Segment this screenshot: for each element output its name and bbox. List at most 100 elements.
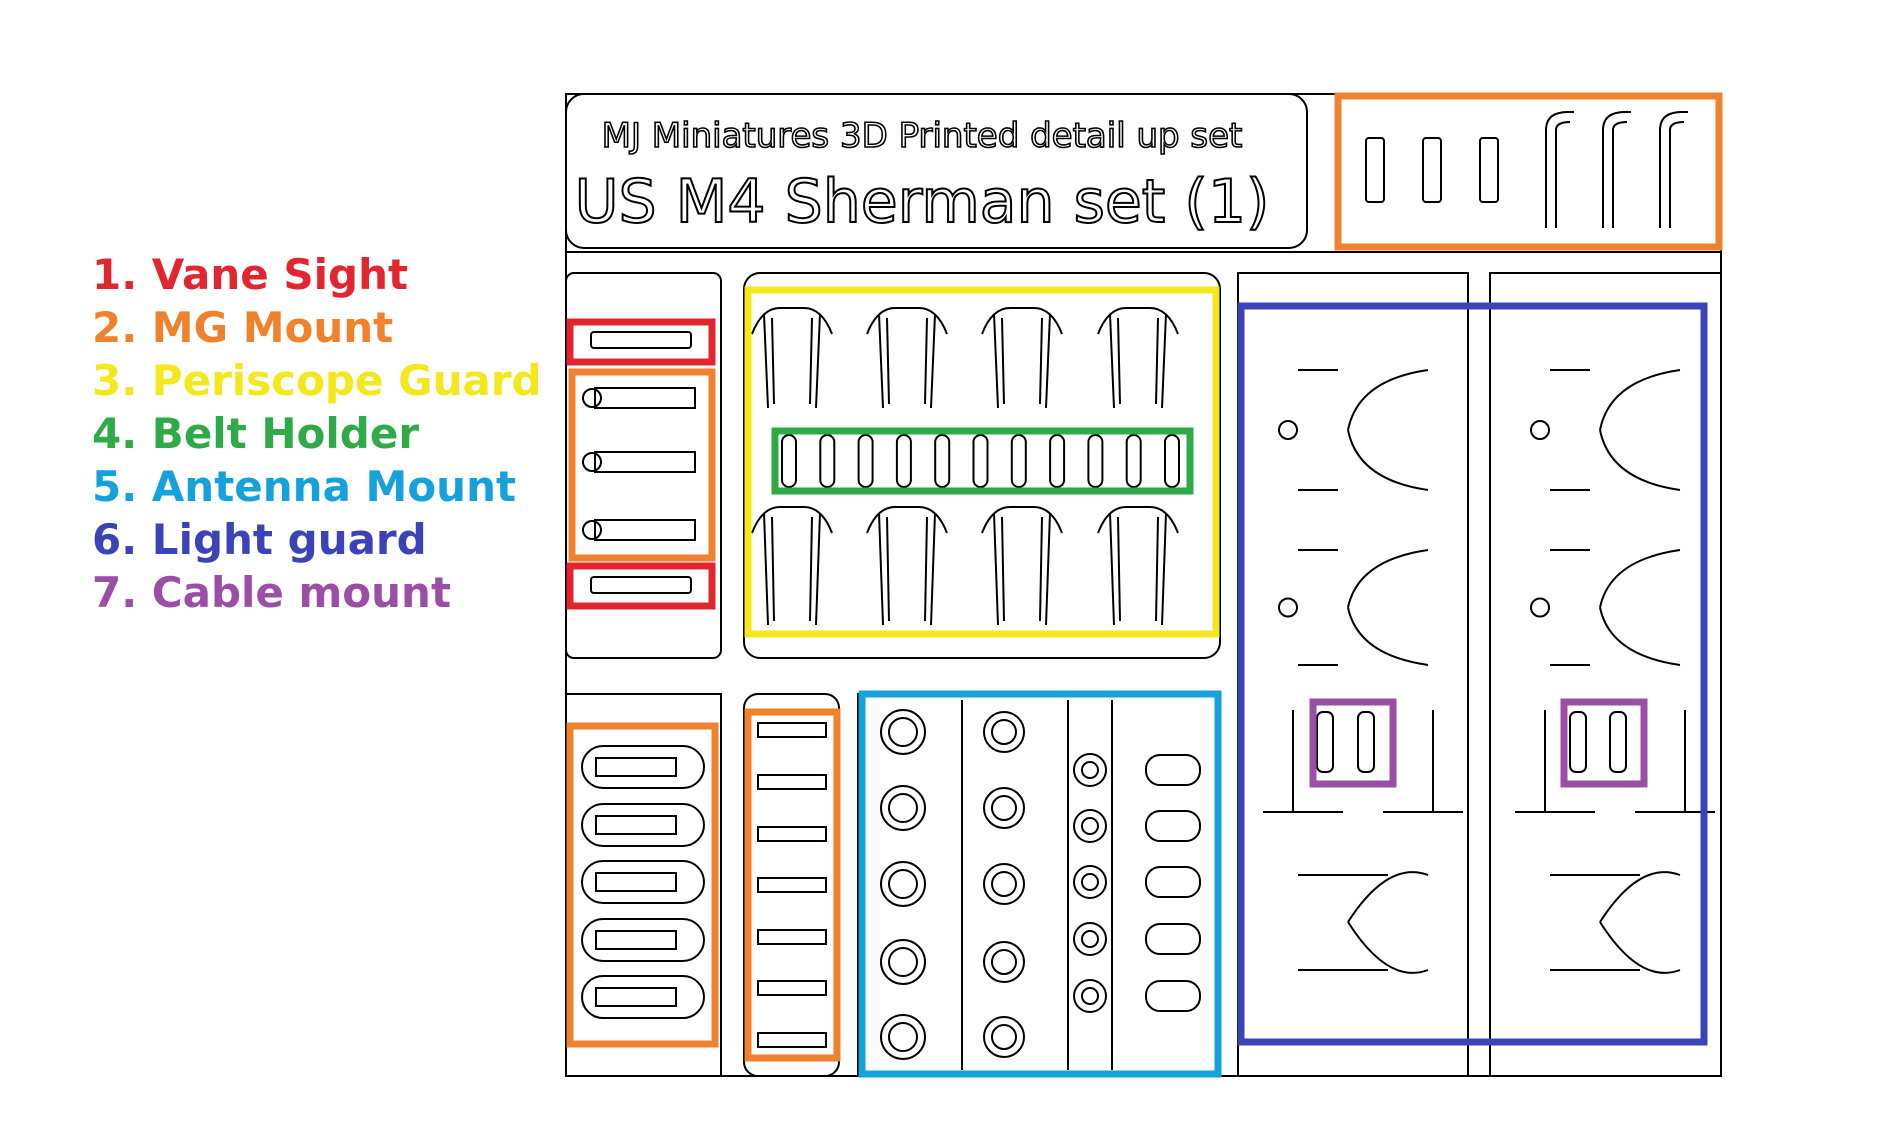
antenna-spring <box>1145 754 1201 786</box>
light-guard-part <box>1298 369 1429 491</box>
belt-holder-part <box>1125 434 1142 488</box>
antenna-small-ring-inner <box>1081 817 1099 835</box>
antenna-spring <box>1145 980 1201 1012</box>
mg-mount-knob <box>582 520 602 540</box>
periscope-guard-part <box>1097 506 1179 626</box>
light-guard-washer <box>1278 597 1298 618</box>
pin-part <box>757 774 827 790</box>
parts-drawings <box>581 111 1715 1060</box>
light-guard-lower-part <box>1298 871 1429 974</box>
mg-mount-oval <box>581 975 705 1019</box>
light-guard-washer <box>1278 420 1298 440</box>
antenna-ring-inner <box>888 1022 918 1052</box>
periscope-guard-box <box>744 286 1220 638</box>
belt-holder-part <box>1087 434 1104 488</box>
antenna-spring <box>1145 810 1201 842</box>
light-guard-washer <box>1530 597 1550 618</box>
antenna-small-ring <box>1073 922 1107 956</box>
belt-holder-part <box>1164 434 1180 488</box>
mg-mount-oval-pin <box>595 987 677 1007</box>
title-panel <box>565 93 1308 249</box>
panel-center-top <box>743 272 1221 659</box>
antenna-ring-outer <box>880 785 926 831</box>
antenna-small-ring-inner <box>1081 873 1099 891</box>
legend-item-vane-sight: 1. Vane Sight <box>92 250 409 299</box>
antenna-spring <box>1145 923 1201 955</box>
vane-sight-part <box>590 576 692 594</box>
highlight-boxes <box>566 92 1723 1078</box>
antenna-ring-inner <box>888 869 918 899</box>
cable-mount-frame <box>1263 710 1463 813</box>
mg-mount-piece <box>594 519 696 541</box>
legend-item-periscope-guard: 3. Periscope Guard <box>92 356 542 405</box>
cable-mount-box-a <box>1309 698 1397 788</box>
mg-mount-arm <box>1602 111 1631 228</box>
vane-sight-box-bottom <box>566 562 716 610</box>
antenna-ring-inner <box>991 949 1017 975</box>
antenna-small-ring-inner <box>1081 987 1099 1005</box>
light-guard-lower-part <box>1550 871 1681 974</box>
antenna-small-ring-inner <box>1081 930 1099 948</box>
mg-mount-oval <box>581 745 705 789</box>
pin-part <box>757 877 827 893</box>
periscope-guard-part <box>751 506 833 626</box>
periscope-guard-part <box>866 506 948 626</box>
antenna-ring-outer <box>983 1016 1025 1058</box>
antenna-ring-inner <box>888 793 918 823</box>
antenna-ring-outer <box>880 939 926 985</box>
pin-part <box>757 722 827 738</box>
light-guard-box <box>1237 302 1708 1046</box>
antenna-ring-inner <box>991 1024 1017 1050</box>
belt-holder-part <box>895 434 912 488</box>
mg-mount-oval-pin <box>595 815 677 835</box>
mg-mount-post <box>1422 137 1442 203</box>
mg-mount-oval-pin <box>595 930 677 950</box>
mg-mount-oval-pin <box>595 757 677 777</box>
legend-item-cable-mount: 7. Cable mount <box>92 568 452 617</box>
belt-holder-box <box>771 427 1194 495</box>
belt-holder-part <box>934 434 951 488</box>
panel-right-b <box>1489 272 1722 1077</box>
periscope-guard-part <box>1097 307 1179 409</box>
legend-item-light-guard: 6. Light guard <box>92 515 427 564</box>
cable-mount-frame <box>1515 710 1715 813</box>
antenna-small-ring-inner <box>1081 761 1099 779</box>
belt-holder-part <box>781 434 797 488</box>
mg-mount-arm <box>1545 111 1574 228</box>
belt-holder-part <box>1049 434 1066 488</box>
mg-mount-oval <box>581 918 705 962</box>
mg-mount-piece <box>594 387 696 409</box>
cable-mount-part <box>1609 711 1627 773</box>
cable-mount-part <box>1316 711 1334 773</box>
antenna-small-ring <box>1073 753 1107 787</box>
mg-mount-knob <box>582 388 602 408</box>
cable-mount-box-b <box>1560 698 1648 788</box>
panel-right-a <box>1237 272 1469 1077</box>
antenna-ring-outer <box>983 941 1025 983</box>
antenna-small-ring <box>1073 979 1107 1013</box>
light-guard-part <box>1550 549 1681 666</box>
cable-mount-part <box>1569 711 1587 773</box>
belt-holder-part <box>1010 434 1027 488</box>
mg-mount-arm <box>1659 111 1688 228</box>
mg-mount-post <box>1365 137 1385 203</box>
antenna-small-ring <box>1073 809 1107 843</box>
periscope-guard-part <box>751 307 833 409</box>
antenna-ring-outer <box>880 861 926 907</box>
pin-part <box>757 980 827 996</box>
sprue-frame <box>565 93 1722 1077</box>
antenna-small-ring <box>1073 865 1107 899</box>
mg-mount-oval <box>581 860 705 904</box>
mg-mount-oval <box>581 803 705 847</box>
mg-mount-post <box>1479 137 1499 203</box>
antenna-ring-outer <box>880 1014 926 1060</box>
pin-part <box>757 929 827 945</box>
antenna-ring-inner <box>991 871 1017 897</box>
sheet-title-line2: US M4 Sherman set (1) <box>575 167 1270 237</box>
parts-legend: 1. Vane Sight 2. MG Mount 3. Periscope G… <box>92 248 542 619</box>
pin-part <box>757 826 827 842</box>
legend-item-mg-mount: 2. MG Mount <box>92 303 394 352</box>
periscope-guard-part <box>866 307 948 409</box>
antenna-ring-outer <box>983 711 1025 753</box>
light-guard-washer <box>1530 420 1550 440</box>
